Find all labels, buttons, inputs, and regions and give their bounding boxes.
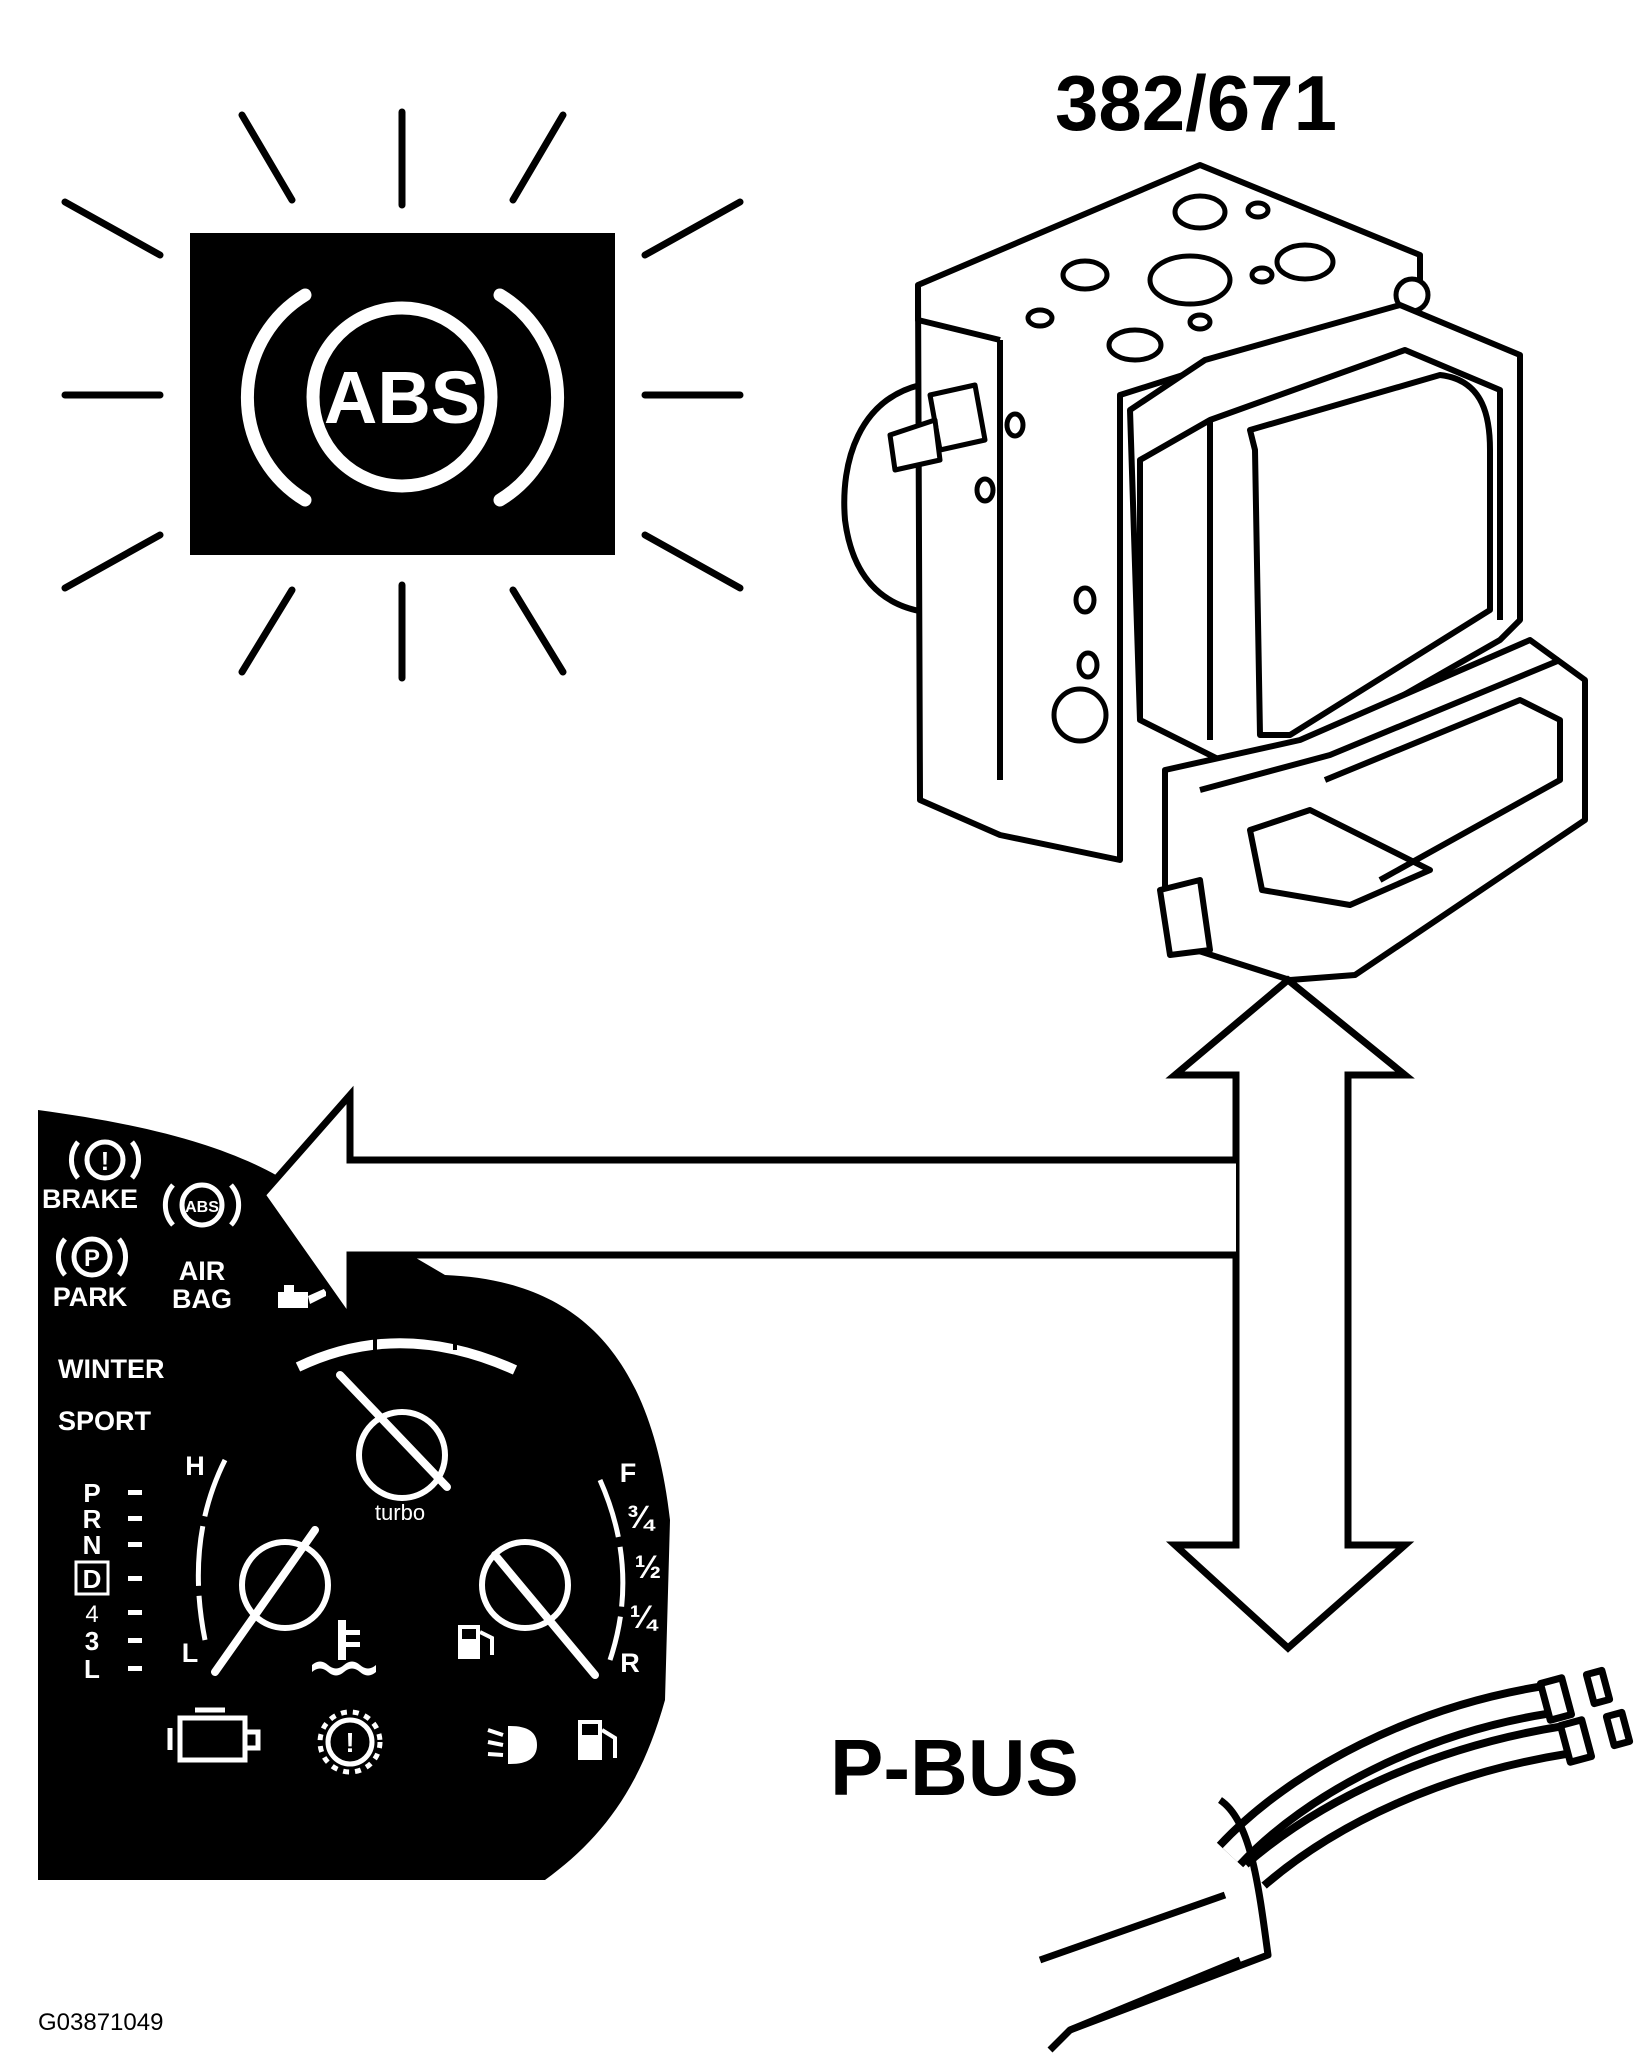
module-code-label: 382/671 bbox=[1055, 59, 1337, 147]
abs-right-bracket-icon bbox=[493, 288, 565, 507]
park-icon-symbol: P bbox=[84, 1245, 100, 1272]
gear-r: R bbox=[83, 1504, 102, 1534]
gear-4: 4 bbox=[85, 1601, 98, 1628]
transmission-warning-symbol: ! bbox=[345, 1727, 354, 1758]
park-label: PARK bbox=[53, 1282, 128, 1312]
module-bus-double-arrow bbox=[1165, 975, 1415, 1653]
gear-d: D bbox=[83, 1564, 102, 1594]
abs-cluster-text: ABS bbox=[185, 1199, 219, 1216]
harness-sleeve bbox=[1047, 1797, 1272, 2053]
cluster-panel bbox=[38, 1110, 670, 1880]
turbo-label: turbo bbox=[375, 1500, 425, 1525]
gear-3: 3 bbox=[85, 1626, 99, 1656]
temp-low-label: L bbox=[182, 1638, 199, 1668]
fuel-pump-icon bbox=[458, 1625, 494, 1659]
park-warning-icon bbox=[56, 1236, 128, 1278]
lamp-box bbox=[190, 233, 615, 555]
fuel-three-quarter-label: ¾ bbox=[627, 1499, 656, 1535]
brake-warning-icon bbox=[69, 1139, 141, 1181]
abs-warning-lamp: ABS bbox=[61, 108, 744, 682]
bus-label: P-BUS bbox=[830, 1723, 1079, 1812]
fuel-quarter-label: ¼ bbox=[630, 1599, 659, 1635]
brake-label: BRAKE bbox=[42, 1184, 138, 1214]
hydraulic-ports bbox=[974, 193, 1336, 680]
coolant-temp-icon bbox=[312, 1620, 376, 1676]
gear-l: L bbox=[84, 1654, 100, 1684]
temp-high-label: H bbox=[185, 1451, 205, 1481]
abs-cluster-icon bbox=[162, 1182, 242, 1228]
instrument-cluster: ! BRAKE ABS P PARK AIR BAG WINTER SPORT bbox=[38, 1110, 670, 1880]
temperature-gauge bbox=[195, 1458, 331, 1676]
fuel-full-label: F bbox=[620, 1458, 637, 1488]
check-engine-icon bbox=[167, 1707, 261, 1763]
sport-label: SPORT bbox=[58, 1406, 152, 1436]
bag-label: BAG bbox=[172, 1284, 232, 1314]
abs-circle-icon bbox=[306, 301, 498, 493]
brake-icon-symbol: ! bbox=[101, 1146, 110, 1176]
bus-wiring-harness bbox=[1038, 1666, 1634, 2053]
gear-n: N bbox=[83, 1530, 102, 1560]
abs-lamp-text: ABS bbox=[324, 356, 480, 439]
fuel-reserve-label: R bbox=[620, 1648, 640, 1678]
cluster-bus-arrow bbox=[257, 1085, 1236, 1332]
fuel-half-label: ½ bbox=[635, 1549, 662, 1585]
figure-id: G03871049 bbox=[38, 2009, 163, 2036]
light-rays bbox=[61, 108, 744, 682]
abs-control-module bbox=[841, 162, 1588, 983]
turbo-gauge bbox=[295, 1330, 518, 1501]
winter-label: WINTER bbox=[58, 1354, 164, 1384]
air-label: AIR bbox=[179, 1256, 226, 1286]
fuel-gauge bbox=[479, 1478, 626, 1679]
oil-can-icon bbox=[278, 1285, 326, 1308]
transmission-warning-icon bbox=[317, 1709, 383, 1775]
abs-left-bracket-icon bbox=[240, 288, 312, 507]
fuel-low-icon bbox=[578, 1720, 617, 1760]
gear-p: P bbox=[83, 1478, 100, 1508]
gear-indicator: P R N D 4 3 L bbox=[74, 1478, 142, 1684]
headlight-icon bbox=[487, 1725, 538, 1765]
